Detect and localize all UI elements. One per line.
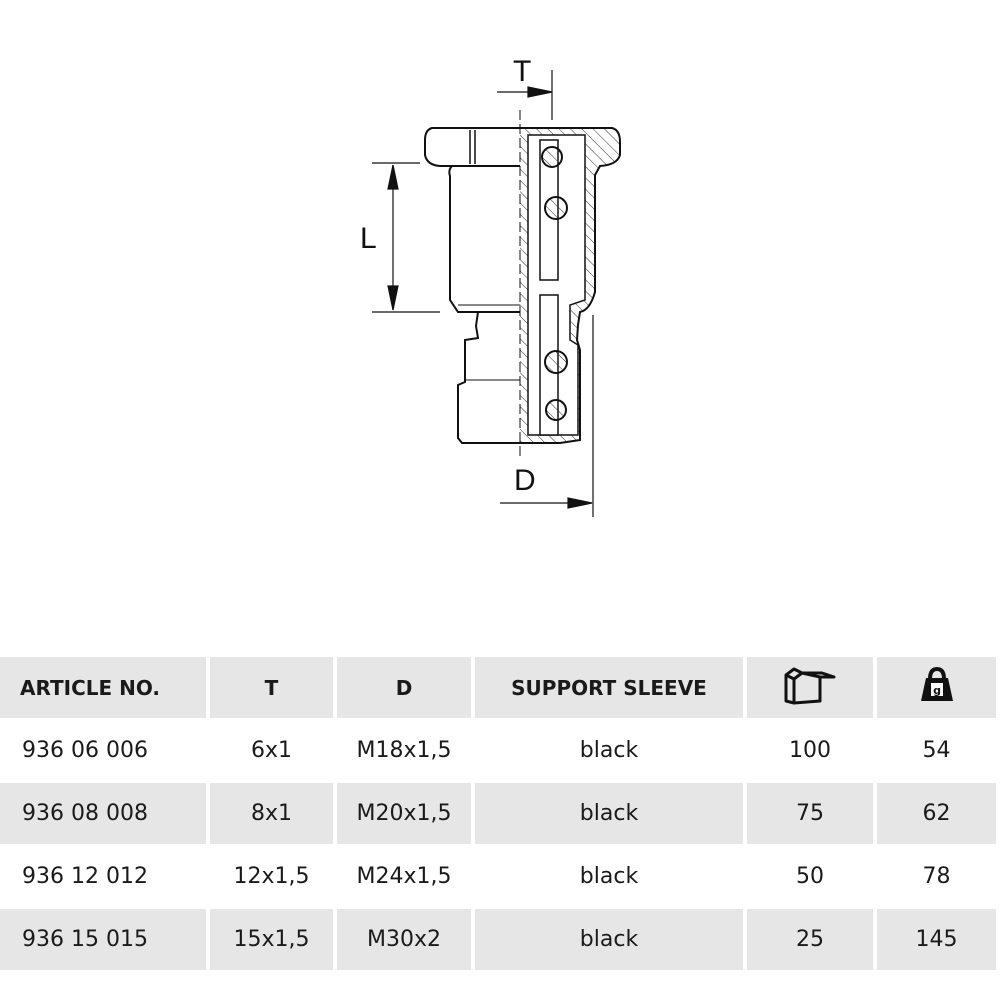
header-d: D	[337, 657, 471, 718]
header-support-sleeve: SUPPORT SLEEVE	[475, 657, 743, 718]
hex-nut	[424, 127, 520, 167]
table-row: 936 12 012 12x1,5 M24x1,5 black 50 78	[0, 846, 996, 907]
cell-package-quantity: 100	[789, 738, 831, 763]
cell-article-no: 936 08 008	[0, 783, 206, 844]
table-row: 936 15 015 15x1,5 M30x2 black 25 145	[0, 909, 996, 970]
cell-weight: 62	[877, 783, 996, 844]
dimension-label-d: D	[514, 464, 536, 497]
cell-t: 15x1,5	[210, 909, 333, 970]
cell-weight: 78	[922, 864, 951, 889]
cell-d: M18x1,5	[356, 738, 452, 763]
table-header-row: ARTICLE NO. T D SUPPORT SLEEVE g	[0, 657, 996, 718]
cell-d: M30x2	[337, 909, 471, 970]
cell-package-quantity: 75	[747, 783, 873, 844]
table-row: 936 08 008 8x1 M20x1,5 black 75 62	[0, 783, 996, 844]
cell-article-no: 936 12 012	[22, 864, 148, 889]
package-box-icon	[784, 667, 836, 705]
cell-t: 12x1,5	[233, 864, 310, 889]
cell-t: 8x1	[210, 783, 333, 844]
dimension-label-l: L	[360, 222, 377, 255]
cell-weight: 145	[877, 909, 996, 970]
cell-support-sleeve: black	[579, 864, 639, 889]
cell-article-no: 936 15 015	[0, 909, 206, 970]
cell-support-sleeve: black	[475, 909, 743, 970]
cell-article-no: 936 06 006	[22, 738, 148, 763]
dimension-label-t: T	[513, 55, 532, 88]
cell-d: M24x1,5	[356, 864, 452, 889]
cell-package-quantity: 50	[796, 864, 824, 889]
header-article-no: ARTICLE NO.	[0, 657, 206, 718]
fitting-neck	[457, 311, 520, 444]
cell-package-quantity: 25	[747, 909, 873, 970]
cell-d: M20x1,5	[337, 783, 471, 844]
article-table: ARTICLE NO. T D SUPPORT SLEEVE g 936 06 …	[0, 655, 1000, 972]
header-package-quantity	[747, 657, 873, 718]
o-rings	[541, 146, 568, 421]
cell-weight: 54	[922, 738, 951, 763]
table-row: 936 06 006 6x1 M18x1,5 black 100 54	[0, 720, 996, 781]
weight-icon: g	[920, 666, 953, 701]
header-weight: g	[877, 657, 996, 718]
svg-text:g: g	[933, 684, 941, 697]
dimension-lines	[372, 70, 594, 517]
fitting-technical-drawing	[372, 70, 621, 517]
fitting-body	[448, 165, 520, 313]
cell-t: 6x1	[250, 738, 292, 763]
header-t: T	[210, 657, 333, 718]
cell-support-sleeve: black	[475, 783, 743, 844]
cell-support-sleeve: black	[579, 738, 639, 763]
